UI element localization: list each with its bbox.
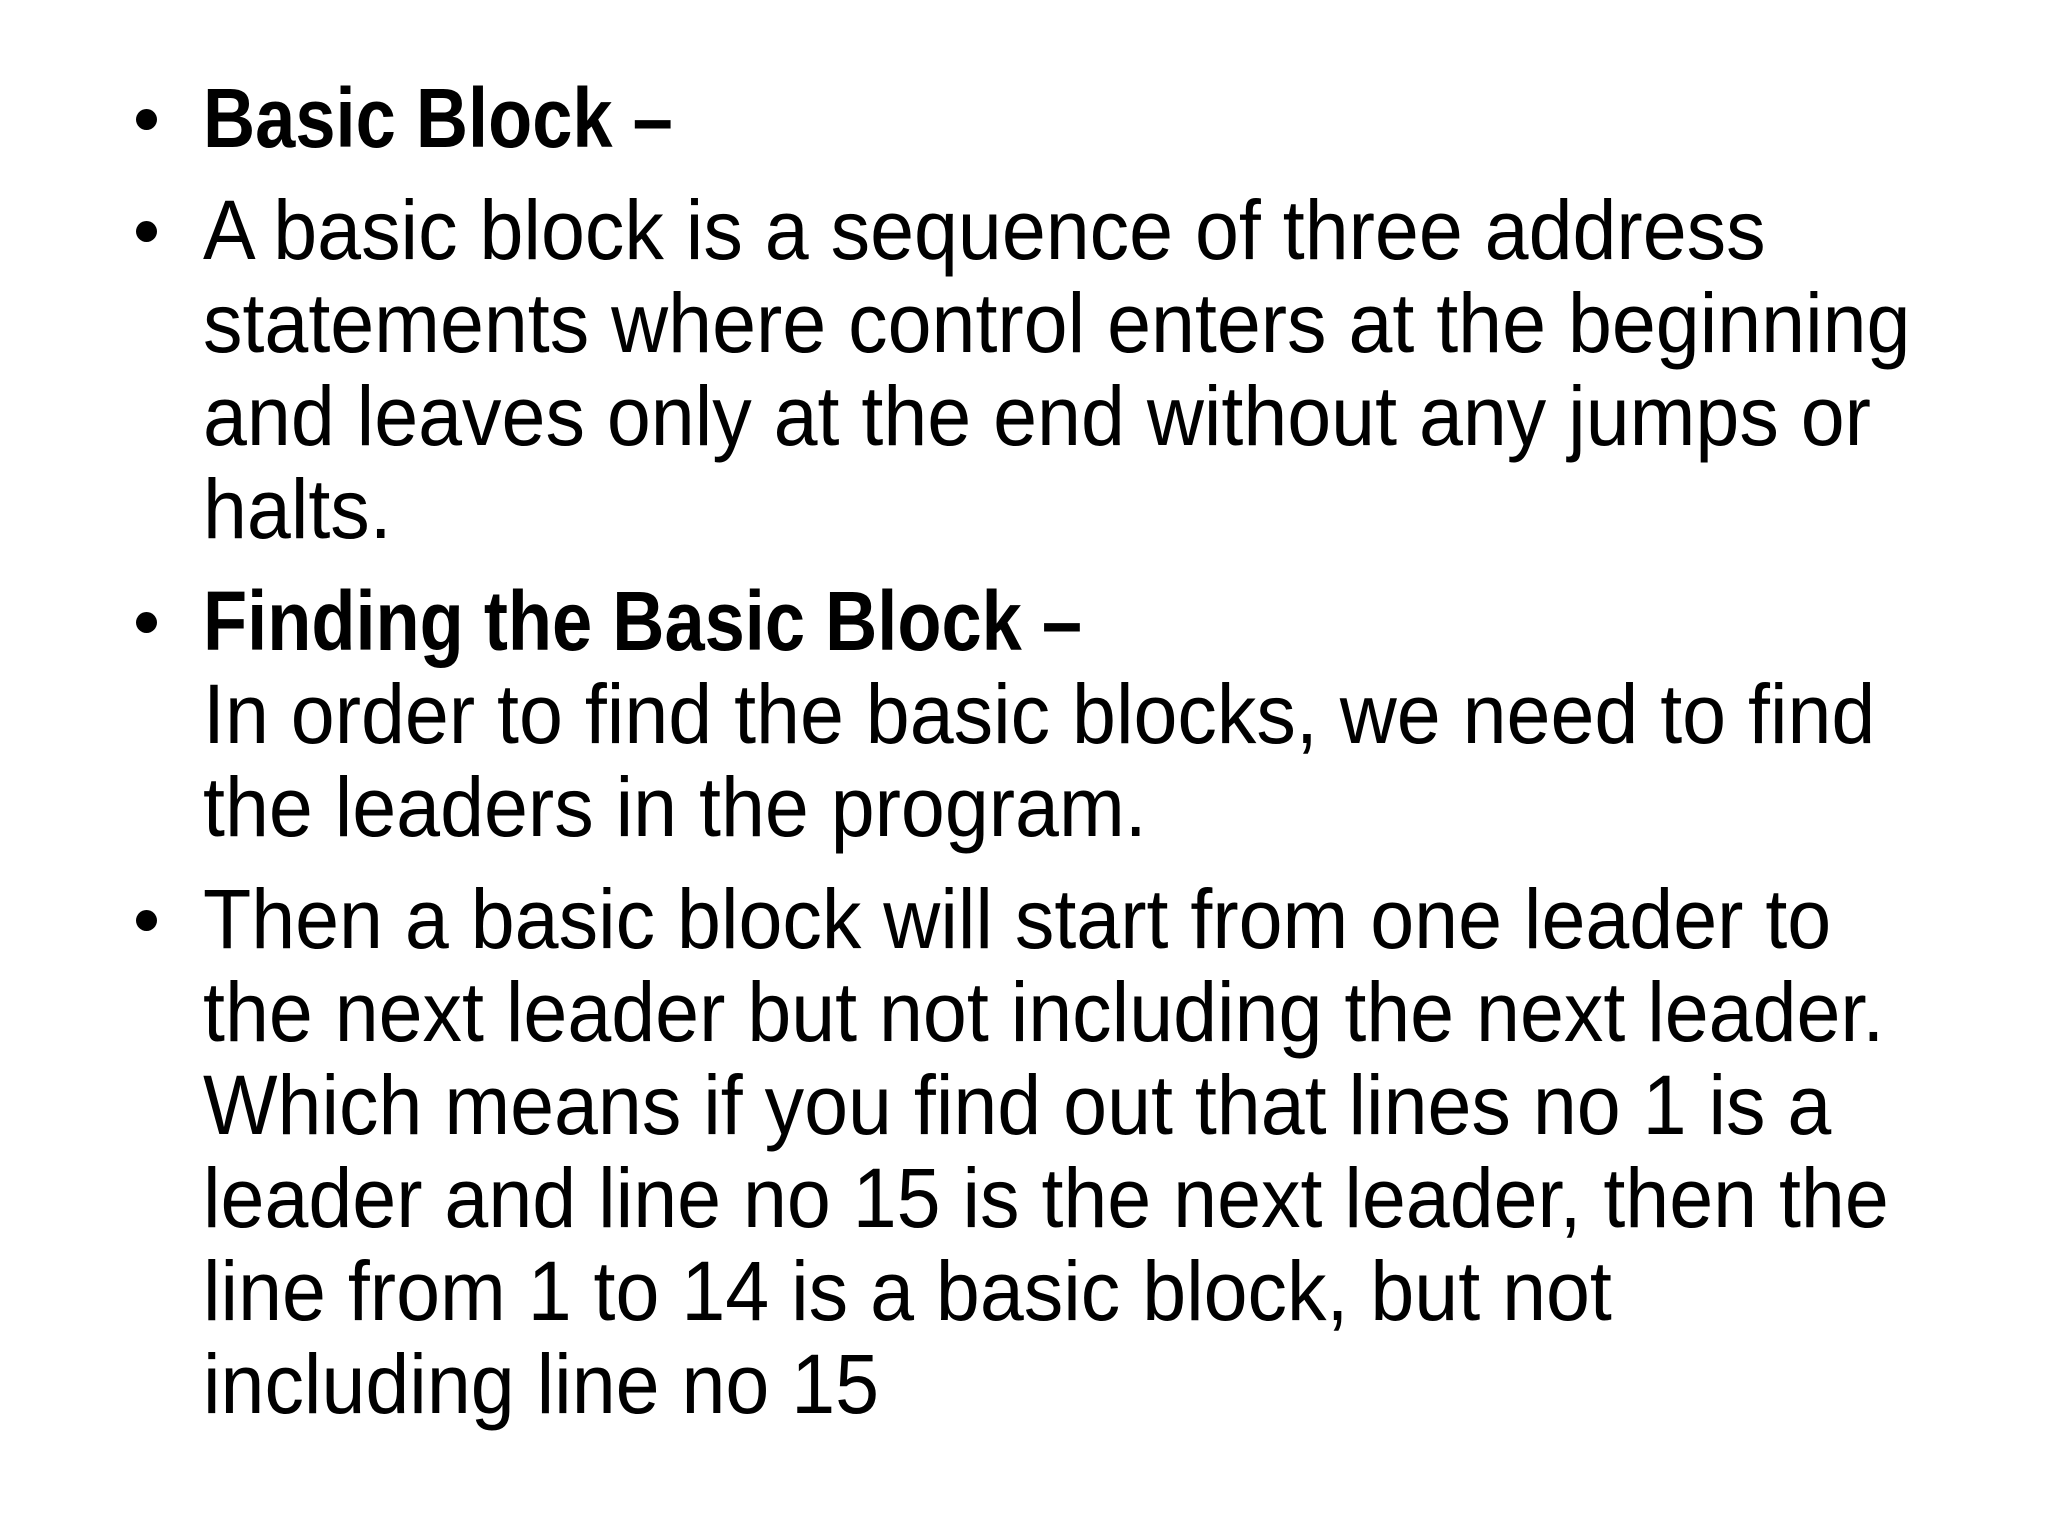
text-line: Then a basic block will start from one l… [203, 872, 1832, 966]
text-line: Which means if you find out that lines n… [203, 1058, 1832, 1152]
bullet-item-basic-block-definition: A basic block is a sequence of three add… [136, 183, 2048, 556]
bullet-item-finding-basic-block: Finding the Basic Block – In order to fi… [136, 574, 2048, 854]
text-line: including line no 15 [203, 1337, 880, 1431]
text-line: leader and line no 15 is the next leader… [203, 1151, 1889, 1245]
text-line: In order to find the basic blocks, we ne… [203, 667, 1876, 761]
text-line: line from 1 to 14 is a basic block, but … [203, 1244, 1612, 1338]
text-line: A basic block is a sequence of three add… [203, 183, 1766, 277]
text-line: the leaders in the program. [203, 760, 1147, 854]
text-line: and leaves only at the end without any j… [203, 369, 1871, 463]
bullet-item-basic-block: Basic Block – [136, 71, 2048, 165]
bullet-list: Basic Block – A basic block is a sequenc… [136, 71, 2048, 1431]
bullet-heading: Basic Block – [203, 71, 673, 165]
text-line: the next leader but not including the ne… [203, 965, 1885, 1059]
bullet-item-leader-to-leader: Then a basic block will start from one l… [136, 872, 2048, 1431]
text-line: halts. [203, 462, 392, 556]
bullet-heading: Finding the Basic Block – [203, 574, 1083, 668]
text-line: statements where control enters at the b… [203, 276, 1911, 370]
